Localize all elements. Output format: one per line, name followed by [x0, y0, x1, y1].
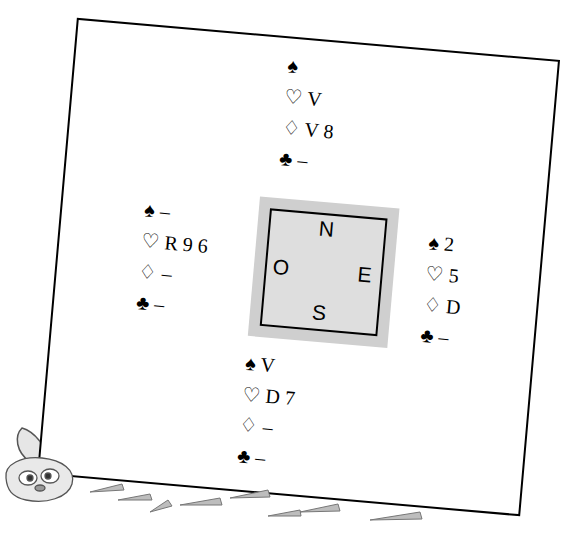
suit-holding: ♣ – [236, 440, 291, 475]
suit-holding: ♠ [286, 50, 340, 85]
suit-holding: ♡ R 9 6 [140, 225, 209, 262]
suit-holding: ♣ – [278, 143, 332, 178]
suit-holding: ♡ 5 [425, 258, 465, 292]
suit-holding: ♠ 2 [427, 227, 467, 261]
suit-holding: ♣ – [419, 320, 459, 354]
suit-holding: ♡ V [283, 81, 337, 116]
card-frame: NOES♠♡ V♢ V 8♣ –♠ –♡ R 9 6♢ –♣ –♠ 2♡ 5♢ … [37, 18, 560, 517]
bridge-hand: ♠ –♡ R 9 6♢ –♣ – [135, 194, 212, 323]
suit-holding: ♢ D [422, 289, 462, 323]
bridge-hand: ♠♡ V♢ V 8♣ – [278, 50, 340, 178]
bridge-hand: ♠ V♡ D 7♢ –♣ – [236, 348, 299, 476]
suit-holding: ♠ – [143, 194, 212, 231]
suit-holding: ♠ V [244, 348, 299, 383]
suit-holding: ♡ D 7 [241, 379, 296, 414]
seat-letter: O [272, 255, 290, 280]
suit-holding: ♢ – [239, 410, 294, 445]
seat-letter: E [356, 263, 372, 288]
suit-holding: ♢ V 8 [281, 112, 335, 147]
seat-letter: S [311, 301, 327, 326]
bridge-hand: ♠ 2♡ 5♢ D♣ – [419, 227, 467, 354]
seat-letter: N [318, 217, 335, 242]
suit-holding: ♣ – [135, 287, 204, 324]
suit-holding: ♢ – [138, 256, 207, 293]
compass-square: N O E S [248, 196, 400, 348]
